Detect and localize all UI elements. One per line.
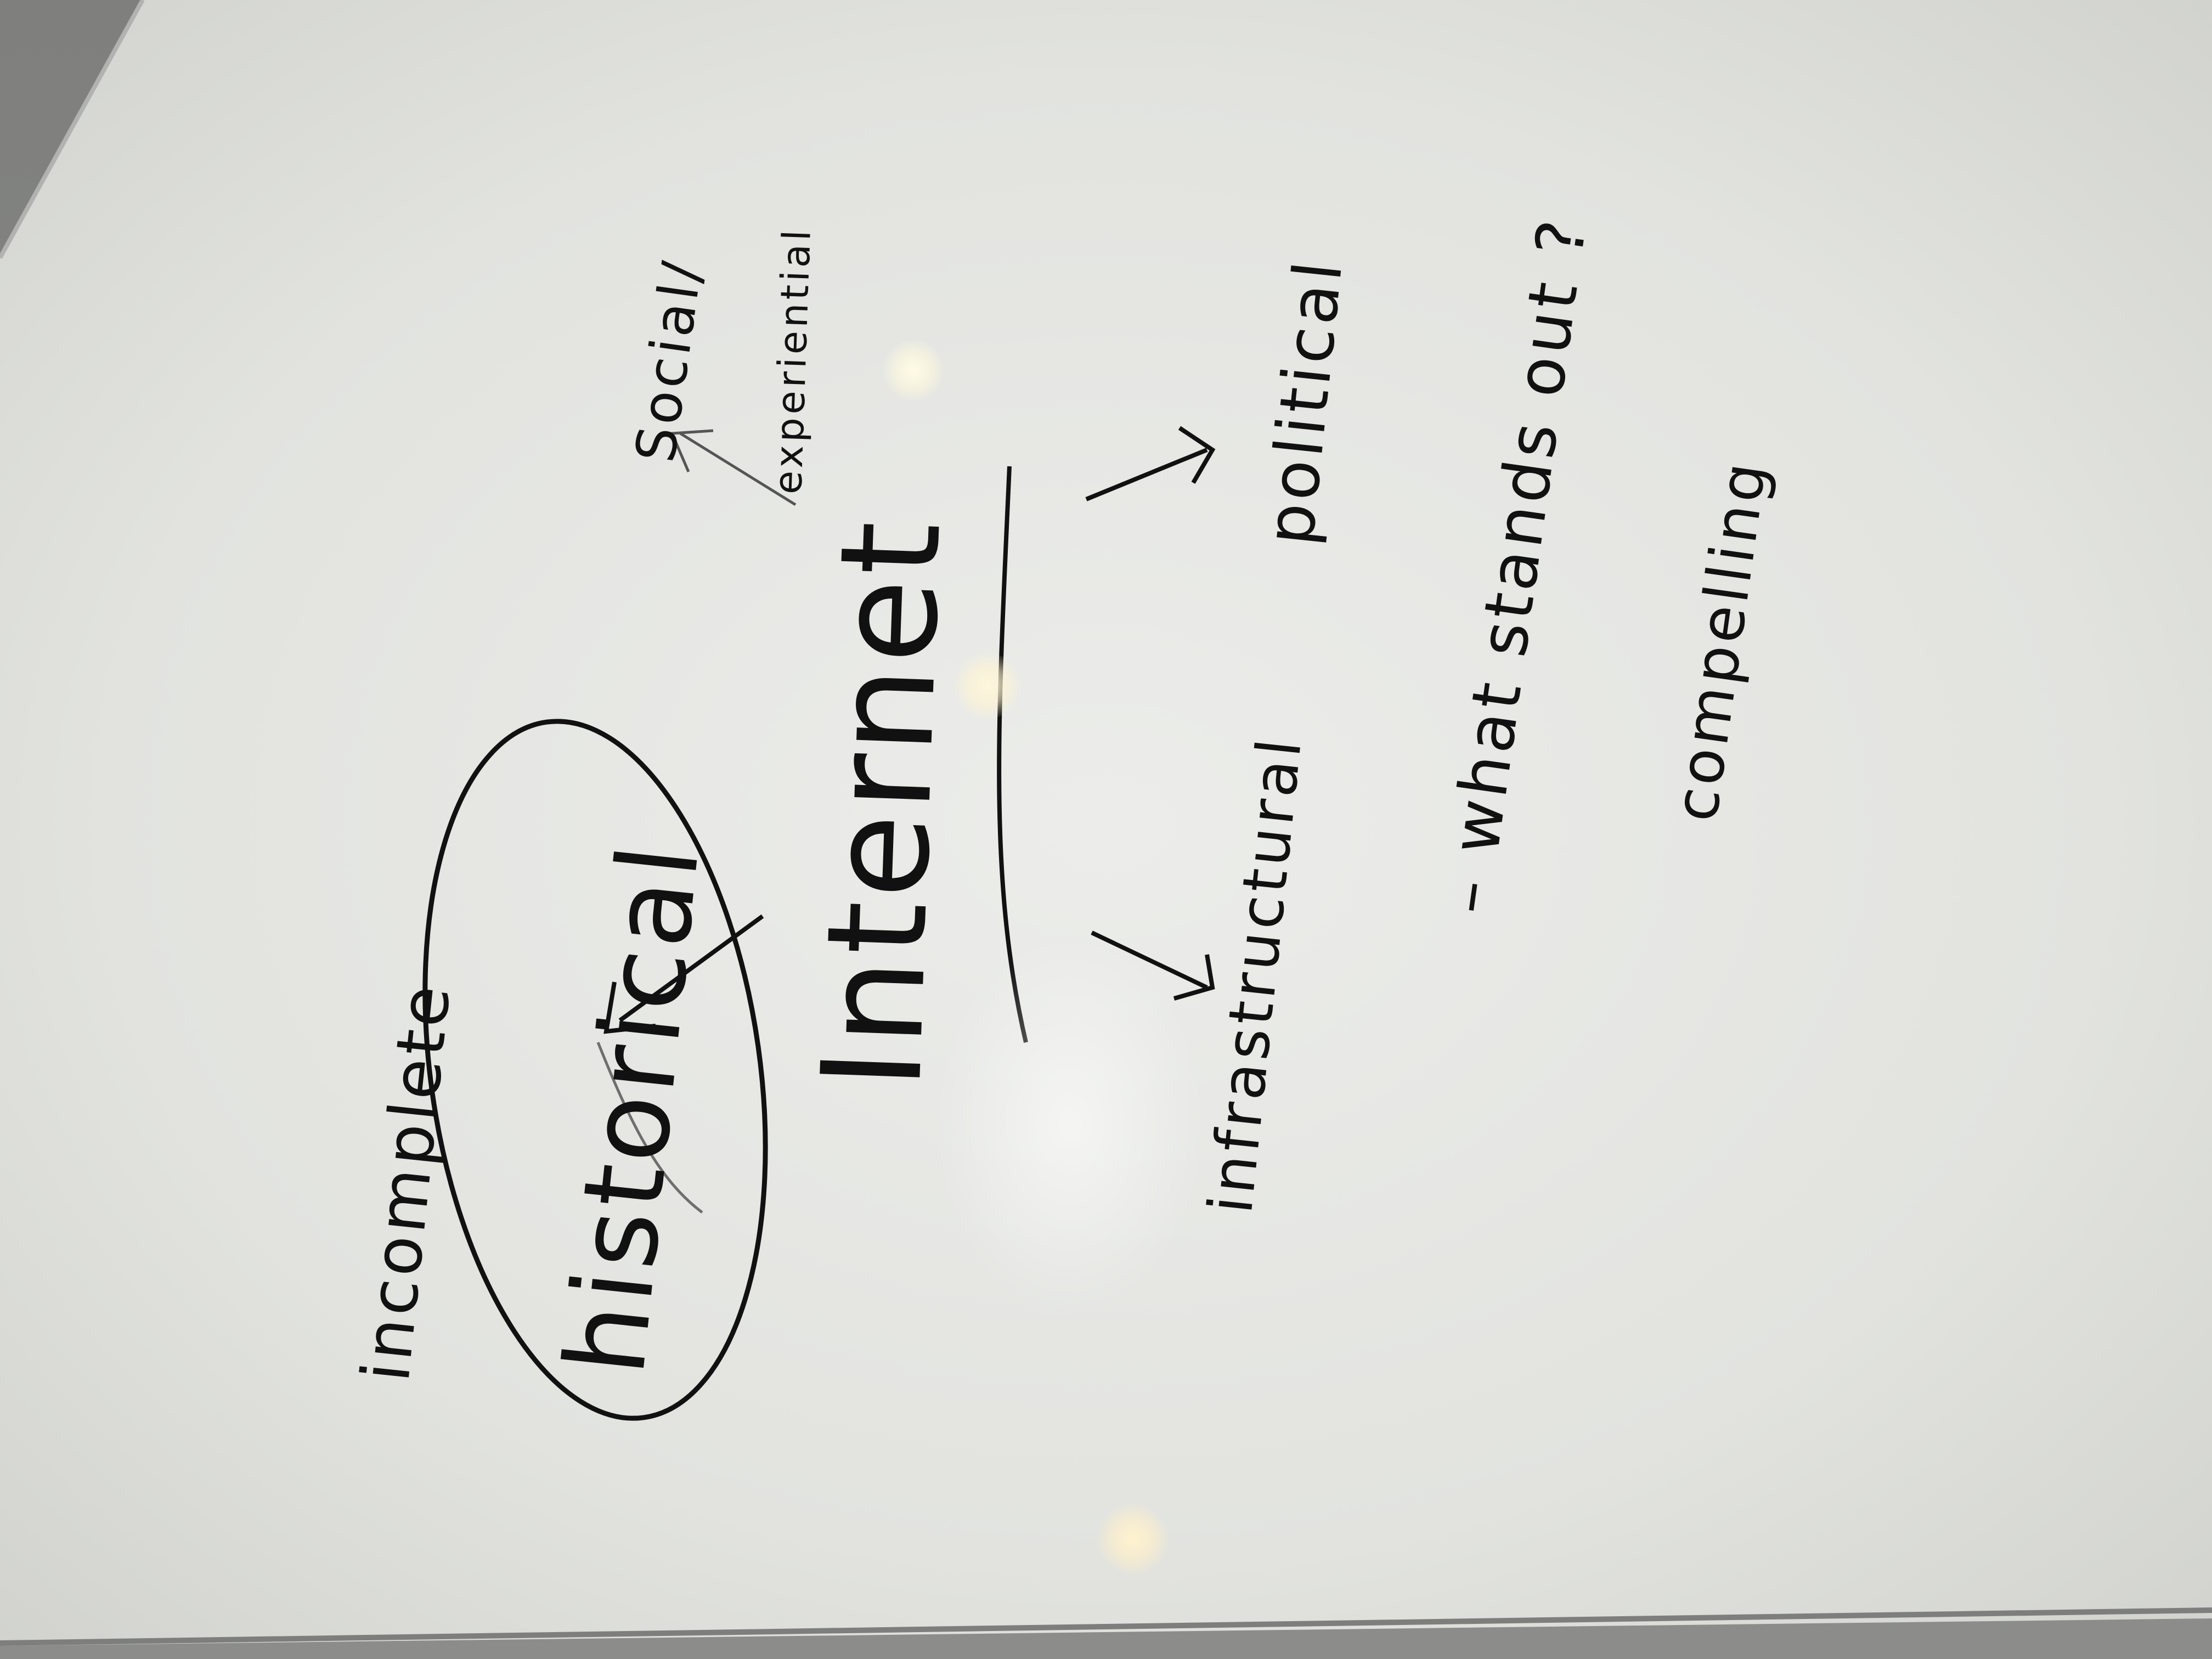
arrow-head-historical xyxy=(603,981,656,1034)
ghost-stroke xyxy=(596,1042,703,1214)
arrow-head-social xyxy=(670,429,714,472)
circle-around-historical xyxy=(422,719,768,1421)
arrow-to-social xyxy=(679,432,797,506)
word-internet: Internet xyxy=(792,516,972,1092)
arrow-to-historical xyxy=(618,914,764,1023)
arrow-to-political xyxy=(1085,448,1208,501)
arrow-head-political xyxy=(1178,426,1216,484)
board-bottom-edge xyxy=(0,1607,2212,1646)
board-corner-edge xyxy=(0,0,145,259)
